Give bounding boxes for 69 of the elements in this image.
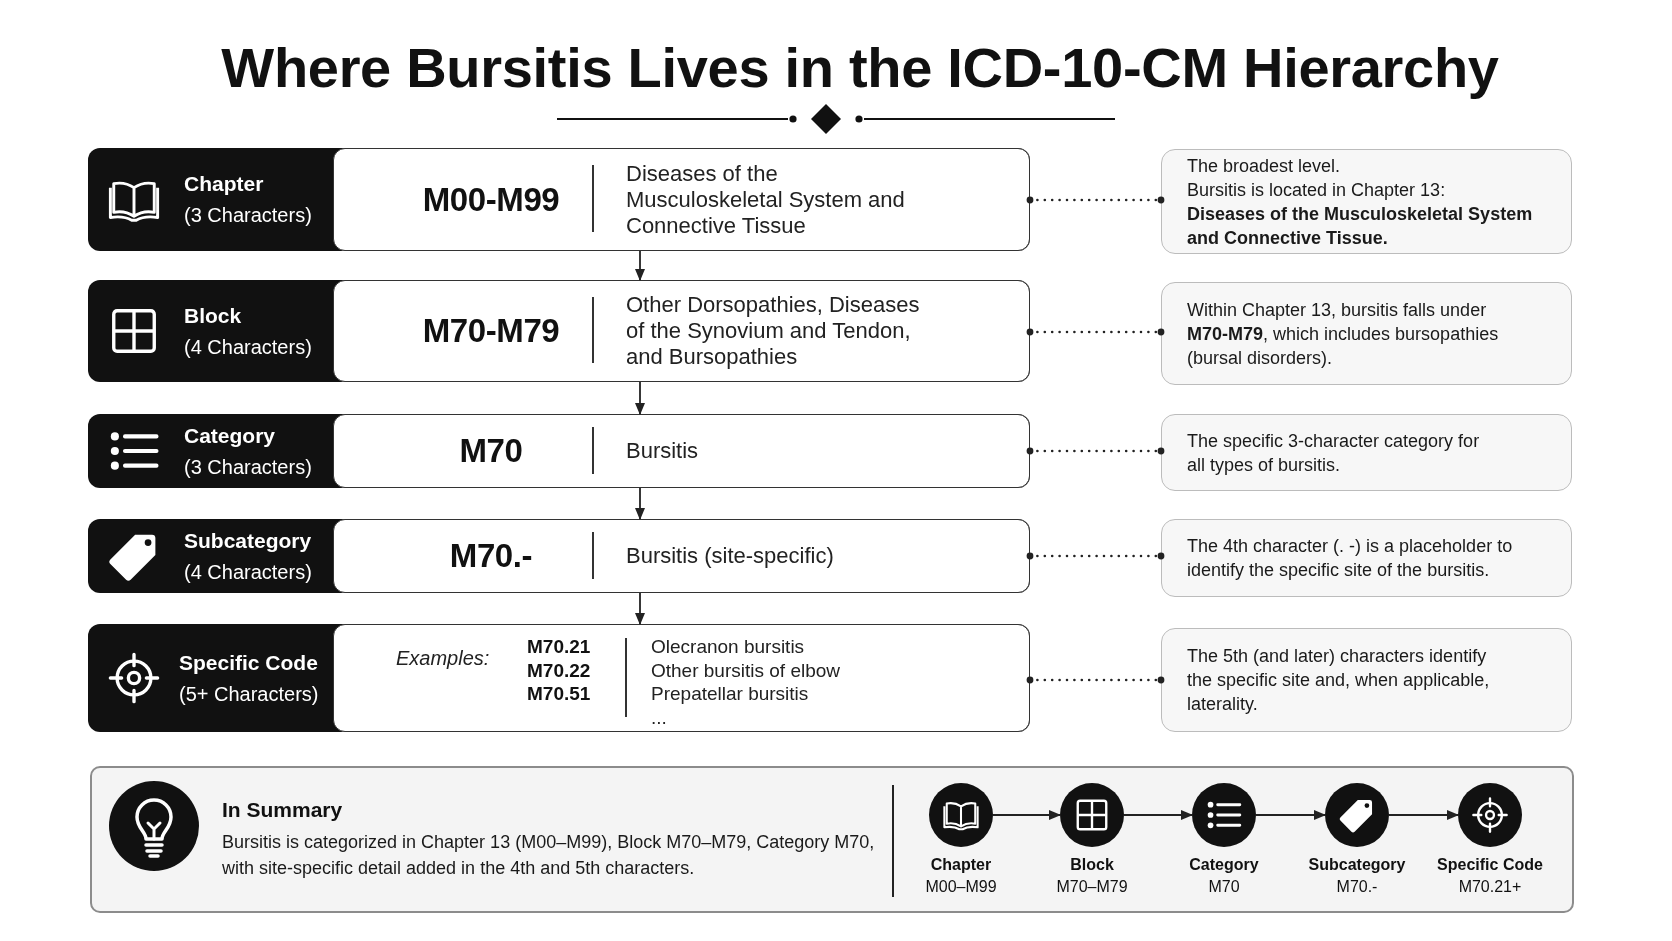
example-description: ... (651, 705, 668, 729)
description: Diseases of the Musculoskeletal System and Connective Tissue (626, 160, 906, 239)
code-range: M70-M79 (422, 311, 560, 351)
level-name: Subcategory (184, 527, 312, 554)
summary-text: Bursitis is categorized in Chapter 13 (M00–M99), Block M70–M79, Category M70, with site-specific detail added in the 4th and 5th characters. (222, 831, 876, 880)
examples-label: Examples: (396, 646, 490, 670)
arrow (635, 487, 645, 520)
level-row (88, 414, 1030, 488)
example-code: M70.22 (527, 658, 591, 682)
description: Bursitis (626, 438, 699, 464)
level-caption: Chapter (930, 855, 992, 875)
code-range: M70 (459, 431, 523, 471)
character-count: (3 Characters) (184, 454, 312, 480)
summary-heading: In Summary (222, 797, 343, 823)
character-count: (3 Characters) (184, 203, 312, 228)
note-text: The 5th (and later) characters identify the specific site and, when applicable, laterality. (1187, 645, 1491, 716)
note-card (1161, 519, 1572, 597)
example-description: Olecranon bursitis (651, 635, 806, 659)
example-description: Prepatellar bursitis (651, 682, 810, 706)
note-card (1161, 282, 1572, 385)
level-name: Block (184, 302, 242, 329)
arrow (992, 810, 1061, 820)
arrow (1123, 810, 1193, 820)
dotted-connector (1026, 196, 1165, 204)
level-row (88, 280, 1030, 382)
description: Bursitis (site-specific) (626, 543, 834, 569)
arrow (1388, 810, 1459, 820)
code-caption: M70 (1208, 877, 1240, 897)
title: Where Bursitis Lives in the ICD-10-CM Hierarchy (221, 36, 1499, 100)
code-caption: M70.- (1336, 877, 1378, 897)
level-name: Category (184, 422, 276, 449)
dotted-connector (1026, 676, 1165, 684)
code-range: M00-M99 (422, 179, 560, 220)
level-row (88, 519, 1030, 593)
level-caption: Block (1070, 855, 1114, 875)
code-caption: M70.21+ (1458, 877, 1522, 897)
level-name: Chapter (184, 171, 264, 197)
note-text: The specific 3-character category for all types of bursitis. (1187, 429, 1481, 477)
dotted-connector (1026, 552, 1165, 560)
character-count: (5+ Characters) (179, 681, 319, 707)
arrow (1255, 810, 1326, 820)
level-row (88, 624, 1030, 732)
level-caption: Subcategory (1308, 855, 1406, 875)
code-caption: M00–M99 (925, 877, 997, 897)
example-code: M70.21 (527, 635, 591, 659)
example-code: M70.51 (527, 682, 591, 706)
level-name: Specific Code (179, 649, 318, 676)
dotted-connector (1026, 447, 1165, 455)
description: Other Dorsopathies, Diseases of the Synovium and Tendon, and Bursopathies (626, 292, 921, 370)
code-caption: M70–M79 (1056, 877, 1128, 897)
note-text: Within Chapter 13, bursitis falls under M70-M79, which includes bursopathies (bursal disorders). (1187, 298, 1500, 370)
arrow (635, 592, 645, 625)
note-card (1161, 149, 1572, 254)
example-description: Other bursitis of elbow (651, 658, 841, 682)
arrow (635, 381, 645, 415)
summary-panel (90, 766, 1574, 913)
level-caption: Specific Code (1437, 855, 1543, 875)
arrow (635, 250, 645, 281)
character-count: (4 Characters) (184, 334, 312, 360)
dotted-connector (1026, 328, 1165, 336)
level-caption: Category (1189, 855, 1259, 875)
character-count: (4 Characters) (184, 559, 312, 585)
note-text: Bursitis is located in Chapter 13: Diseases of the Musculoskeletal System and Connective Tissue. (1187, 178, 1534, 250)
level-row (88, 148, 1030, 251)
note-text: The 4th character (. -) is a placeholder to identify the specific site of the bursitis. (1187, 535, 1514, 582)
note-text: The broadest level. (1187, 154, 1341, 178)
code-range: M70.- (449, 536, 533, 576)
note-card (1161, 414, 1572, 491)
note-card (1161, 628, 1572, 732)
